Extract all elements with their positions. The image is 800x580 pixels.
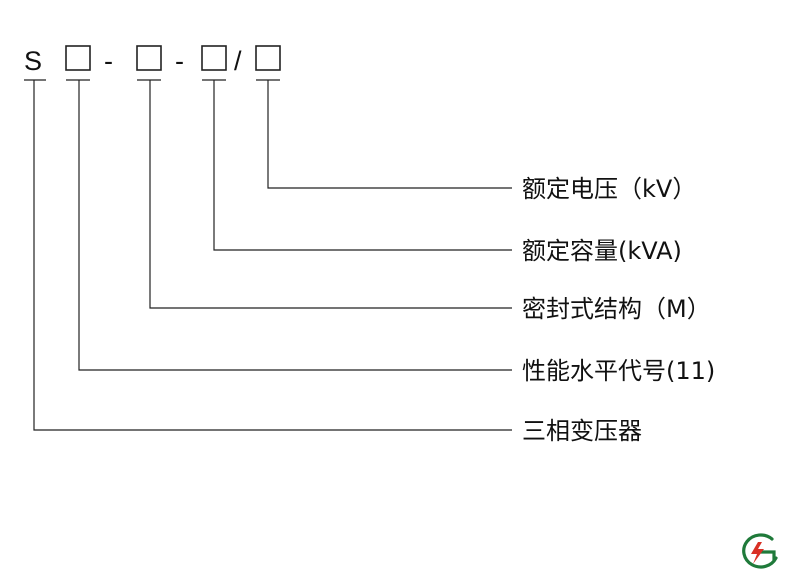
logo-bolt-icon [751,542,764,564]
rated-capacity-box [201,45,227,71]
logo-g-bar [758,550,776,562]
performance-code-box [65,45,91,71]
leader-performance-code [78,80,512,371]
label-performance-code: 性能水平代号(11) [522,357,715,385]
model-prefix-s: S [24,46,42,76]
company-logo-icon [742,533,778,569]
leader-sealed-structure [149,80,512,309]
label-rated-voltage: 额定电压（kV） [522,175,696,203]
logo-outer-arc [742,533,778,569]
leader-three-phase [33,80,512,431]
rated-voltage-box [255,45,281,71]
separator-dash-1: - [104,46,113,76]
separator-dash-2: - [175,46,184,76]
leader-rated-capacity [213,80,512,251]
separator-slash: / [234,46,242,76]
leader-rated-voltage [267,80,512,189]
label-sealed-structure: 密封式结构（M） [522,295,711,323]
label-rated-capacity: 额定容量(kVA) [522,237,682,265]
sealed-structure-box [136,45,162,71]
label-three-phase-transformer: 三相变压器 [522,417,642,445]
